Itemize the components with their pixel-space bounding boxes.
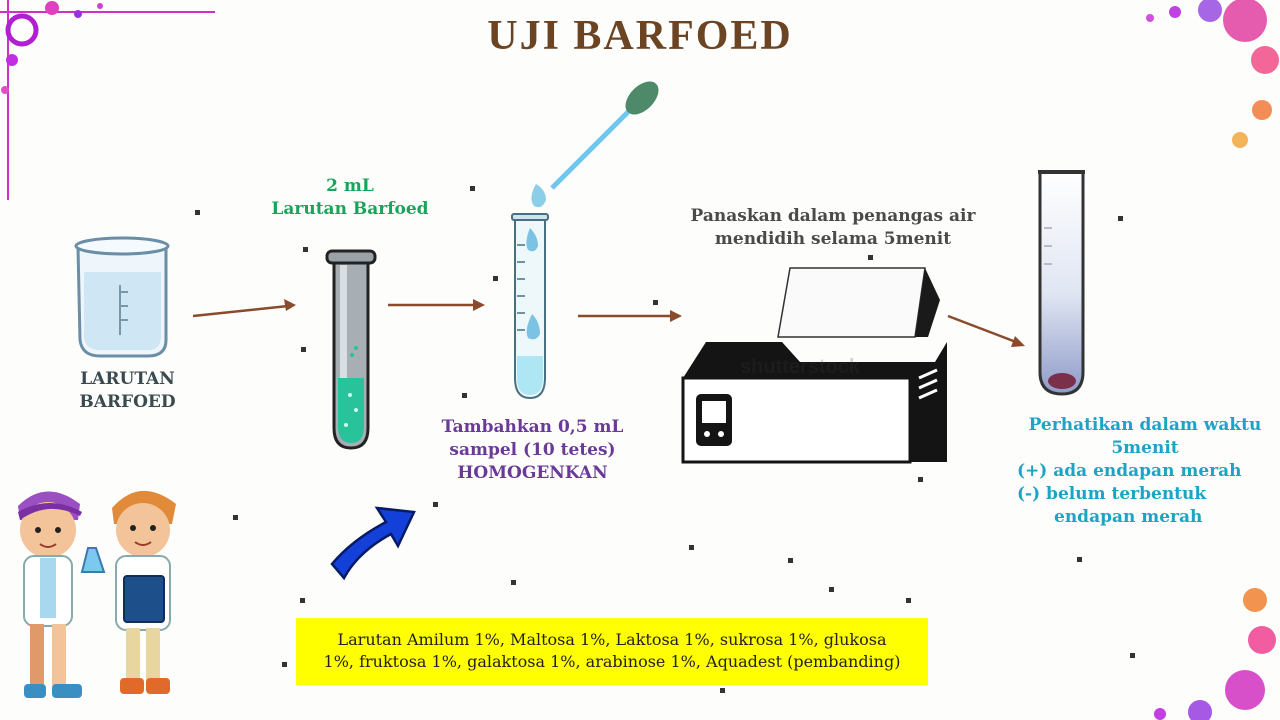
samples-list-box: Larutan Amilum 1%, Maltosa 1%, Laktosa 1… — [296, 618, 928, 685]
test-tube-result-icon — [1038, 170, 1085, 396]
beaker-icon — [74, 236, 170, 358]
bottom-right-floral-decoration — [1154, 588, 1276, 720]
sample-instruction-line: HOMOGENKAN — [457, 463, 608, 483]
barfoed-amount-line: Larutan Barfoed — [271, 199, 429, 219]
barfoed-amount-line: 2 mL — [326, 176, 374, 196]
beaker-label-line: LARUTAN — [80, 369, 175, 389]
negative-result-line: (-) belum terbentuk — [1017, 484, 1207, 504]
observe-instruction-line: Perhatikan dalam waktu — [1028, 415, 1262, 435]
test-tube-sample-icon — [511, 213, 549, 400]
positive-result-line: (+) ada endapan merah — [1017, 461, 1242, 481]
water-bath-icon — [681, 267, 947, 464]
heat-instruction-line: Panaskan dalam penangas air — [690, 206, 976, 226]
barfoed-amount-label: 2 mL Larutan Barfoed — [255, 175, 445, 221]
blue-curved-arrow-icon — [330, 506, 416, 581]
sample-instruction-label: Tambahkan 0,5 mL sampel (10 tetes) HOMOG… — [420, 416, 645, 485]
beaker-label-line: BARFOED — [79, 392, 176, 412]
top-left-floral-decoration — [0, 0, 215, 200]
scattered-dots — [195, 186, 1135, 693]
sample-instruction-line: sampel (10 tetes) — [449, 440, 616, 460]
negative-result-line: endapan merah — [1054, 507, 1203, 527]
sample-instruction-line: Tambahkan 0,5 mL — [441, 417, 624, 437]
heat-instruction-line: mendidih selama 5menit — [714, 229, 952, 249]
flow-arrows — [192, 299, 1025, 347]
kids-scientists-illustration — [18, 490, 176, 698]
samples-list-line: Larutan Amilum 1%, Maltosa 1%, Laktosa 1… — [337, 630, 887, 649]
test-tube-barfoed-icon — [325, 249, 377, 450]
observe-instruction-label: Perhatikan dalam waktu 5menit (+) ada en… — [1010, 414, 1280, 529]
page-title: UJI BARFOED — [0, 12, 1280, 60]
title-text: UJI BARFOED — [487, 13, 793, 59]
beaker-label: LARUTAN BARFOED — [55, 368, 200, 414]
watermark-text: shutterstock — [740, 356, 861, 378]
observe-instruction-line: 5menit — [1111, 438, 1179, 458]
heat-instruction-label: Panaskan dalam penangas air mendidih sel… — [668, 205, 998, 251]
top-right-floral-decoration — [1146, 0, 1279, 148]
pipette-icon — [531, 81, 659, 208]
samples-list-line: 1%, fruktosa 1%, galaktosa 1%, arabinose… — [323, 652, 901, 671]
